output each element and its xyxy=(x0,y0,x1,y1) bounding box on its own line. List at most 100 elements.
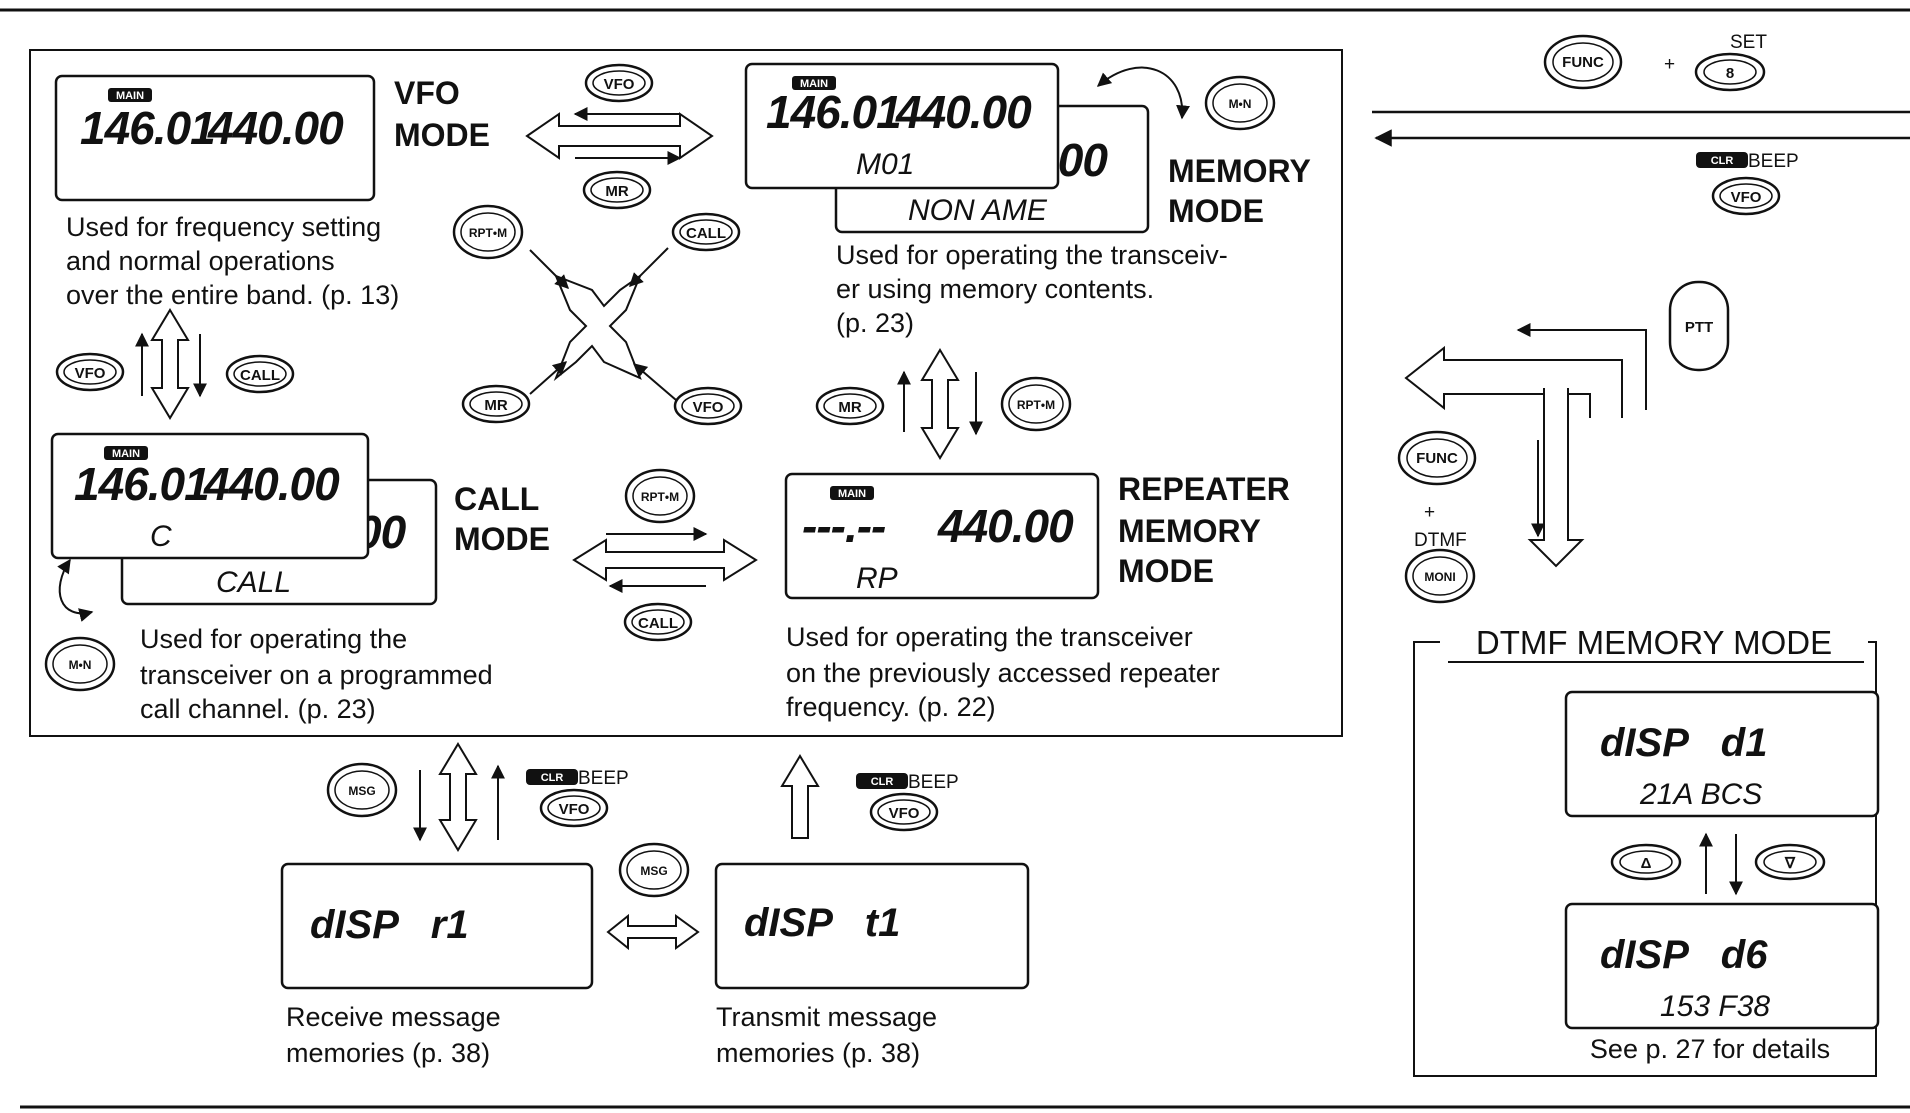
call-mode-title: CALL xyxy=(454,481,539,517)
rx-msg-desc-2: memories (p. 38) xyxy=(286,1038,490,1068)
dtmf-display-2-top: dISP d6 xyxy=(1600,933,1768,977)
memory-desc-1: Used for operating the transceiv- xyxy=(836,240,1228,270)
dtmf-down-wide-arrow xyxy=(1527,388,1585,568)
mr-key-top[interactable]: MR xyxy=(582,170,652,210)
up-key[interactable]: Δ xyxy=(1610,843,1682,881)
mr-key-label: MR xyxy=(484,397,507,414)
repeater-mode-title: REPEATER xyxy=(1118,471,1290,507)
vfo-key-cross[interactable]: VFO xyxy=(673,386,743,426)
ptt-return-thin-arrow xyxy=(1516,323,1647,410)
call-desc-1: Used for operating the xyxy=(140,624,407,654)
ptt-return-wide-arrow xyxy=(1404,345,1623,418)
call-key-label: CALL xyxy=(686,225,726,242)
key-8-label: 8 xyxy=(1726,65,1734,82)
call-key-label: CALL xyxy=(638,615,678,632)
tx-msg-lcd xyxy=(714,862,1030,990)
memory-mode-title-2: MODE xyxy=(1168,193,1264,229)
memory-back-name: NON AME xyxy=(908,194,1048,227)
clr-badge-label: CLR xyxy=(541,772,564,784)
vfo-key-label: VFO xyxy=(693,399,724,416)
vfo-key-left[interactable]: VFO xyxy=(55,352,125,392)
func-key-top[interactable]: FUNC xyxy=(1543,34,1623,90)
call-loop-arrow xyxy=(57,558,94,622)
memory-freq-left: 146.01 xyxy=(766,86,901,138)
moni-key[interactable]: MONI xyxy=(1404,548,1476,604)
call-freq-right: 440.00 xyxy=(203,458,340,510)
repeater-lcd-display xyxy=(784,472,1100,600)
rx-msg-display: dISP r1 xyxy=(310,903,469,947)
rpt-m-key-middle[interactable]: RPT•M xyxy=(624,468,696,524)
repeater-mode-title-2: MEMORY xyxy=(1118,513,1261,549)
repeater-mode-title-3: MODE xyxy=(1118,553,1214,589)
rpt-m-key-label: RPT•M xyxy=(641,490,679,504)
msg-key-label: MSG xyxy=(348,784,375,798)
call-mode-title-2: MODE xyxy=(454,521,550,557)
tx-msg-desc-1: Transmit message xyxy=(716,1002,937,1032)
memory-lcd-front xyxy=(744,62,1060,190)
memory-freq-right: 440.00 xyxy=(895,86,1032,138)
vfo-key-label: VFO xyxy=(75,365,106,382)
repeater-desc-2: on the previously accessed repeater xyxy=(786,658,1220,688)
clr-beep-vfo-right[interactable]: CLR BEEP VFO xyxy=(856,772,959,832)
call-freq-left: 146.01 xyxy=(74,458,209,510)
rx-tx-double-arrow xyxy=(606,913,700,951)
call-key-left[interactable]: CALL xyxy=(225,354,295,394)
mr-key-label: MR xyxy=(838,399,861,416)
call-mode-group: 00 CALL MAIN 146.01 440.00 C CALL MODE U… xyxy=(50,432,550,724)
call-channel: C xyxy=(150,520,172,553)
beep-label: BEEP xyxy=(1748,151,1799,172)
vfo-desc-1: Used for frequency setting xyxy=(66,212,381,242)
main-modes-frame xyxy=(29,49,1343,737)
mr-key-right[interactable]: MR xyxy=(815,386,885,426)
vfo-mode-title-2: MODE xyxy=(394,117,490,153)
clr-beep-vfo-top-right[interactable]: CLR BEEP VFO xyxy=(1696,151,1799,216)
vfo-key-label: VFO xyxy=(604,76,635,93)
main-badge-icon xyxy=(104,446,148,460)
clr-badge-label: CLR xyxy=(1711,155,1734,167)
func-key-label: FUNC xyxy=(1562,54,1604,71)
vfo-key-top[interactable]: VFO xyxy=(584,63,654,103)
dtmf-display-1-bottom: 21A BCS xyxy=(1639,778,1762,811)
vfo-call-vertical-arrow xyxy=(150,308,190,420)
func-key-dtmf[interactable]: FUNC xyxy=(1397,430,1477,486)
memory-channel: M01 xyxy=(856,148,914,181)
main-badge-label: MAIN xyxy=(838,488,866,500)
memory-mode-title: MEMORY xyxy=(1168,153,1311,189)
rpt-m-key-label: RPT•M xyxy=(1017,398,1055,412)
rpt-m-key-cross[interactable]: RPT•M xyxy=(452,204,524,260)
main-badge-label: MAIN xyxy=(112,448,140,460)
m-n-key-call[interactable]: M•N xyxy=(44,636,116,692)
dtmf-display-1-top: dISP d1 xyxy=(1600,721,1767,765)
down-triangle-icon: ∇ xyxy=(1784,855,1796,872)
main-badge-label: MAIN xyxy=(116,90,144,102)
call-desc-3: call channel. (p. 23) xyxy=(140,694,376,724)
key-8-set[interactable]: 8 xyxy=(1694,52,1766,92)
msg-key-label: MSG xyxy=(640,864,667,878)
call-key-middle[interactable]: CALL xyxy=(623,602,693,642)
m-n-key-memory[interactable]: M•N xyxy=(1204,75,1276,131)
beep-label: BEEP xyxy=(578,768,629,789)
set-label: SET xyxy=(1730,32,1767,53)
rx-msg-lcd xyxy=(280,862,594,990)
dtmf-mode-title: DTMF MEMORY MODE xyxy=(1476,624,1832,661)
tx-frame-up-arrow xyxy=(780,754,820,839)
vfo-key-label: VFO xyxy=(559,801,590,818)
dtmf-lcd-1 xyxy=(1564,690,1880,818)
down-key[interactable]: ∇ xyxy=(1754,843,1826,881)
repeater-freq-right: 440.00 xyxy=(937,500,1074,552)
dtmf-lcd-2 xyxy=(1564,902,1880,1030)
rpt-m-key-right[interactable]: RPT•M xyxy=(1000,376,1072,432)
repeater-freq-left: ---.-- xyxy=(802,500,885,552)
mr-key-cross[interactable]: MR xyxy=(461,384,531,424)
mr-key-label: MR xyxy=(605,183,628,200)
vfo-memory-double-arrow xyxy=(525,112,714,160)
clr-badge-label: CLR xyxy=(871,776,894,788)
msg-key-left[interactable]: MSG xyxy=(326,762,398,818)
vfo-mode-title: VFO xyxy=(394,75,460,111)
call-key-cross[interactable]: CALL xyxy=(671,212,741,252)
msg-key-middle[interactable]: MSG xyxy=(618,842,690,898)
clr-beep-vfo-left[interactable]: CLR BEEP VFO xyxy=(526,768,629,828)
repeater-channel: RP xyxy=(856,562,898,595)
ptt-key[interactable]: PTT xyxy=(1668,280,1730,372)
